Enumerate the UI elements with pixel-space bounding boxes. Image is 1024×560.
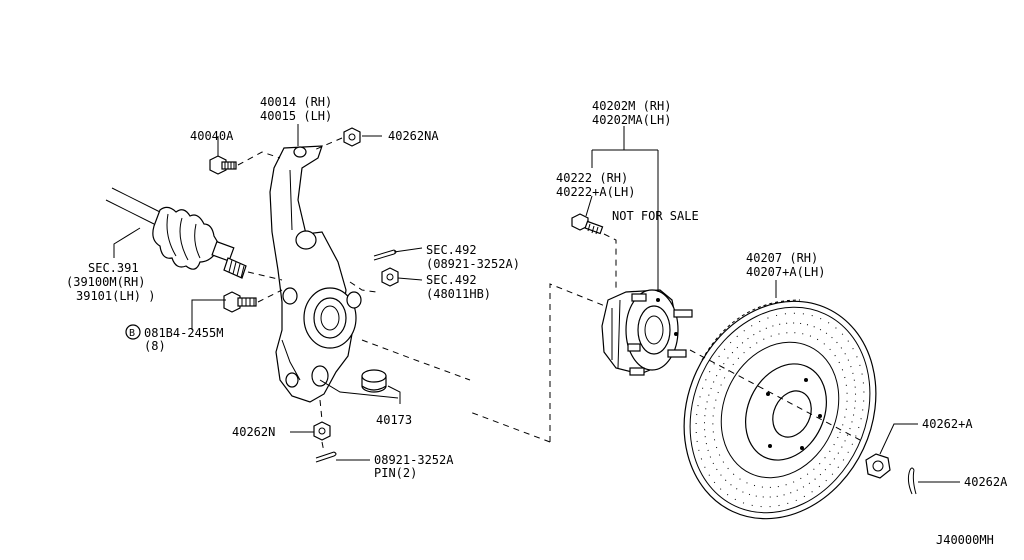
label-sec492-b-part: (48011HB) — [426, 287, 491, 301]
label-bolt-top: 40040A — [190, 129, 234, 143]
label-driveshaft-rh: (39100M(RH) — [66, 275, 145, 289]
label-nut-top: 40262NA — [388, 129, 439, 143]
stud-dash — [603, 233, 617, 290]
label-bolt-circle: B — [129, 328, 135, 339]
sec492a-leader — [393, 247, 423, 253]
hub-nut-pin[interactable] — [907, 467, 917, 495]
knuckle-side-bolt[interactable] — [223, 291, 257, 313]
driveshaft-dash — [247, 271, 283, 281]
label-sec492-b: SEC.492 — [426, 273, 477, 287]
bushing-dash — [361, 339, 471, 381]
label-knuckle-lh: 40015 (LH) — [260, 109, 332, 123]
nut-top-dash — [313, 137, 343, 151]
label-bolt-qty: (8) — [144, 339, 166, 353]
bolt-circle-badge: B — [125, 324, 141, 340]
label-driveshaft-sec: SEC.391 — [88, 261, 139, 275]
label-bolt-part: 081B4-2455M — [144, 326, 223, 340]
driveshaft-leader — [113, 227, 141, 258]
bushing-knuckle-leader — [319, 379, 399, 399]
cotter-pin-upper[interactable] — [373, 249, 397, 261]
bushing-leader — [387, 385, 401, 404]
bolt-side-dash — [257, 289, 283, 303]
bolt-top-dash — [237, 151, 281, 166]
cotter-pin-lower[interactable] — [315, 451, 337, 463]
nut-lower-dash — [319, 399, 323, 421]
hub-nut[interactable] — [865, 453, 891, 479]
steering-knuckle[interactable] — [269, 145, 362, 403]
label-not-for-sale: NOT FOR SALE — [612, 209, 699, 223]
label-hub-pin: 40262A — [964, 475, 1008, 489]
brake-rotor[interactable] — [649, 270, 910, 551]
label-hub-rh: 40202M (RH) — [592, 99, 671, 113]
label-bushing: 40173 — [376, 413, 412, 427]
hub-stud[interactable] — [571, 213, 604, 235]
label-stud-lh: 40222+A(LH) — [556, 185, 635, 199]
label-pin-part: 08921-3252A — [374, 453, 454, 467]
label-sec492-a: SEC.492 — [426, 243, 477, 257]
label-driveshaft-lh: 39101(LH) ) — [76, 289, 155, 303]
label-nut-lower: 40262N — [232, 425, 275, 439]
label-pin: PIN(2) — [374, 466, 417, 480]
diagram-code: J40000MH — [936, 533, 994, 547]
tie-rod-nut[interactable] — [381, 267, 399, 287]
pin-lower-dash — [321, 441, 325, 453]
knuckle-top-nut[interactable] — [343, 127, 361, 147]
stud-leader — [585, 195, 593, 217]
label-knuckle-rh: 40014 (RH) — [260, 95, 332, 109]
label-hub-lh: 40202MA(LH) — [592, 113, 671, 127]
label-rotor-rh: 40207 (RH) — [746, 251, 818, 265]
knuckle-hub-dash — [469, 283, 611, 443]
label-stud-rh: 40222 (RH) — [556, 171, 628, 185]
driveshaft-thread — [223, 257, 247, 279]
label-hub-nut: 40262+A — [922, 417, 973, 431]
bolt-side-leader — [191, 299, 226, 330]
label-sec492-a-part: (08921-3252A) — [426, 257, 520, 271]
wheel-hub[interactable] — [601, 289, 693, 376]
sec492b-leader — [397, 277, 423, 281]
hub-nut-leader — [879, 423, 918, 455]
knuckle-top-bolt[interactable] — [209, 155, 237, 175]
label-rotor-lh: 40207+A(LH) — [746, 265, 825, 279]
knuckle-lower-nut[interactable] — [313, 421, 331, 441]
bushing[interactable] — [361, 369, 387, 393]
driveshaft[interactable] — [105, 187, 247, 279]
